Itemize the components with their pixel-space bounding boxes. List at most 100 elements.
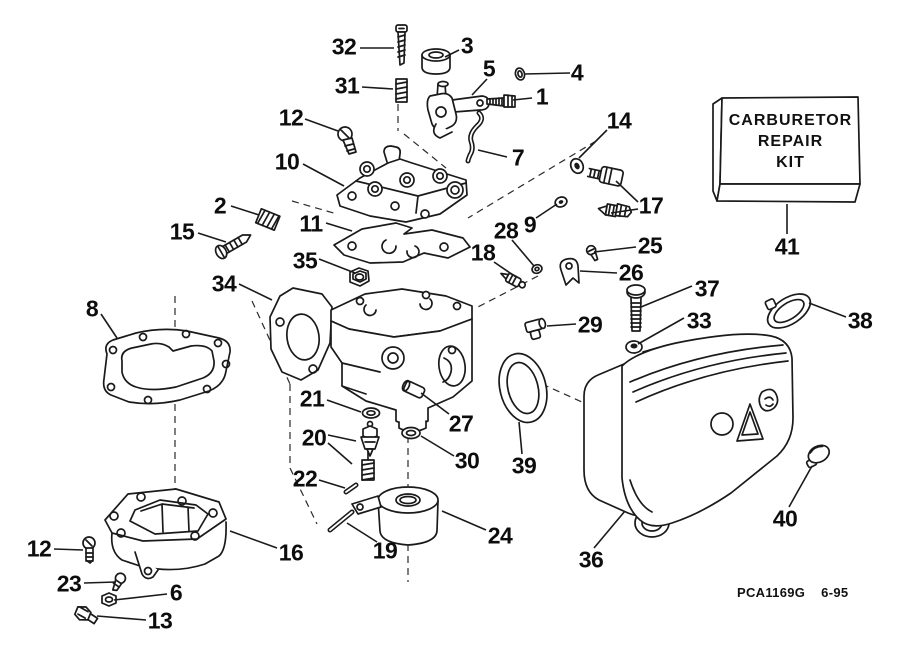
leader-line-33 [637, 317, 685, 345]
part-10-fuel-pump-body [336, 145, 468, 223]
callout-2: 2 [213, 192, 227, 219]
leader-line-35 [318, 258, 356, 274]
figure-part-code: PCA1169G 6-95 [737, 585, 848, 600]
callout-10: 10 [274, 148, 300, 175]
callout-39: 39 [511, 452, 537, 479]
part-31-spring [395, 78, 408, 103]
leader-line-31 [361, 86, 394, 90]
callout-6: 6 [169, 579, 183, 606]
part-38-hose-clamp [764, 293, 812, 329]
part-32-screw [395, 24, 408, 66]
leader-line-22 [318, 479, 346, 489]
part-24-float [351, 486, 439, 546]
callout-15: 15 [169, 218, 195, 245]
part-34-gasket [269, 287, 333, 381]
repair-kit-line-3: KIT [776, 153, 805, 171]
axis-line-4 [473, 275, 539, 310]
part-3-cap [421, 48, 451, 75]
part-35-nut [349, 267, 370, 287]
callout-19: 19 [372, 537, 398, 564]
leader-line-16 [229, 530, 278, 549]
callout-31: 31 [334, 72, 360, 99]
part-29-fitting [524, 317, 547, 341]
callout-12-top: 12 [278, 104, 304, 131]
part-code-number: PCA1169G [737, 585, 806, 600]
leader-line-14 [578, 129, 608, 159]
callout-14: 14 [606, 107, 632, 134]
axis-line-11 [541, 383, 583, 403]
leader-line-27 [420, 392, 450, 415]
leader-line-13 [96, 615, 147, 621]
leader-line-5 [471, 78, 488, 96]
callout-1: 1 [535, 83, 549, 110]
part-8-gasket [102, 328, 231, 405]
callout-leader-lines [53, 47, 847, 621]
callout-24: 24 [487, 522, 513, 549]
part-28-grommet [531, 263, 543, 275]
axis-line-2 [403, 133, 447, 169]
callout-3: 3 [460, 32, 474, 59]
callout-25: 25 [637, 232, 663, 259]
callout-28: 28 [493, 217, 519, 244]
part-30-washer [401, 426, 421, 440]
callout-23: 23 [56, 570, 82, 597]
leader-line-34 [238, 283, 273, 301]
leader-line-36 [593, 510, 626, 549]
leader-line-37 [640, 285, 693, 308]
leader-line-6 [113, 593, 168, 601]
part-21-washer [361, 407, 381, 419]
part-drawings [73, 24, 861, 625]
part-9-grommet [554, 196, 568, 208]
part-code-date: 6-95 [821, 585, 849, 600]
callout-11: 11 [299, 210, 323, 237]
part-22-pin [343, 482, 359, 495]
part-40-plug [805, 444, 831, 469]
part-19-pin [327, 509, 355, 533]
part-14-grommet [569, 157, 585, 175]
leader-line-2 [230, 205, 260, 216]
callout-7: 7 [511, 144, 525, 171]
leader-line-15 [197, 232, 227, 243]
callout-12-bottom: 12 [26, 535, 52, 562]
leader-line-17 [610, 208, 639, 214]
repair-kit-line-1: CARBURETOR [728, 111, 853, 129]
callout-16: 16 [278, 539, 304, 566]
part-1-screw [486, 94, 516, 108]
leader-line-9 [535, 203, 558, 219]
leader-line-21 [326, 399, 362, 413]
callout-41: 41 [774, 233, 800, 260]
part-16-float-bowl [104, 488, 227, 580]
part-39-oring-seal [498, 352, 548, 424]
callout-27: 27 [448, 410, 474, 437]
leader-line-23 [83, 581, 117, 584]
leader-line-12-top [304, 118, 339, 132]
callout-36: 36 [578, 546, 604, 573]
callout-40: 40 [772, 505, 798, 532]
leader-line-20 [327, 442, 353, 465]
leader-line-10 [302, 163, 345, 187]
leader-line-19 [346, 522, 378, 543]
axis-line-9 [289, 467, 318, 525]
part-2-spring [254, 207, 281, 232]
leader-line-1 [512, 97, 533, 101]
leader-line-20 [327, 434, 357, 442]
part-25-screw [585, 244, 599, 262]
part-37-bolt [626, 284, 646, 332]
callout-33: 33 [686, 307, 712, 334]
callout-32: 32 [331, 33, 357, 60]
leader-line-25 [593, 246, 637, 253]
callout-29: 29 [577, 311, 603, 338]
callout-18: 18 [470, 239, 496, 266]
axis-line-5 [291, 200, 338, 215]
part-18-needle-valve [500, 272, 527, 289]
leader-line-24 [441, 510, 487, 531]
part-36-air-silencer-cover [583, 333, 794, 538]
axis-line-3 [467, 140, 597, 219]
leader-line-18 [493, 261, 517, 278]
callout-22: 22 [292, 465, 318, 492]
leader-line-38 [808, 302, 847, 318]
callout-30: 30 [454, 447, 480, 474]
leader-line-40 [788, 465, 813, 508]
